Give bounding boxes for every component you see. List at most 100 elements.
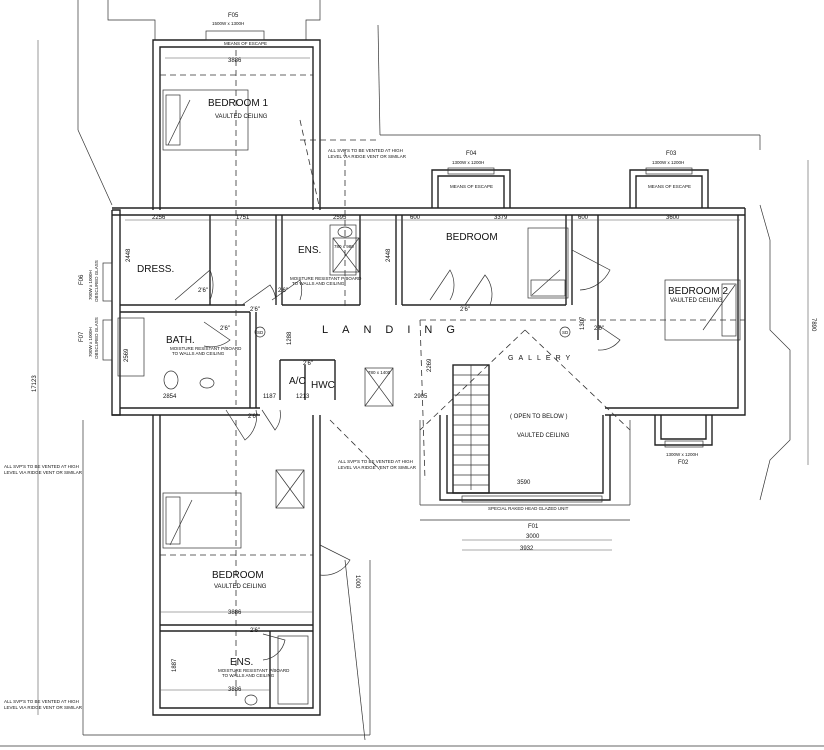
note-moisture-2b: TO WALLS AND CEILING [172, 351, 225, 356]
label-f03-size: 1300W x 1200H [652, 160, 684, 165]
label-open-below: ( OPEN TO BELOW ) [510, 414, 567, 420]
note-svp-4a: ALL SVP'S TO BE VENTED AT HIGH [4, 699, 79, 704]
furniture [117, 89, 741, 706]
label-f02: F02 [678, 460, 689, 466]
dim-2854: 2854 [163, 394, 177, 400]
label-ac: A/C [289, 376, 306, 387]
dim-2569: 2569 [124, 348, 130, 362]
note-svp-2b: LEVEL VIA RIDGE VENT OR SIMILAR [338, 465, 417, 470]
label-f05-size: 1500W x 1300H [212, 21, 244, 26]
dim-2269: 2269 [427, 358, 433, 372]
dim-26-4: 2'6" [220, 326, 230, 332]
dim-600a: 600 [410, 215, 421, 221]
label-f06: F06 [79, 274, 85, 285]
label-f05: F05 [228, 13, 239, 19]
note-moisture-1a: MOISTURE RESISTANT P/BOARD [290, 276, 362, 281]
label-special-unit: SPECIAL RAKED HEAD GLAZED UNIT [488, 506, 569, 511]
dim-2595: 2595 [333, 215, 347, 221]
dim-2448a: 2448 [126, 248, 132, 262]
label-bedroom-1: BEDROOM 1 [208, 98, 268, 109]
dim-26-7: 2'6" [594, 326, 604, 332]
label-bath: BATH. [166, 335, 195, 346]
door-swings [174, 249, 621, 661]
label-f07-size: 700W x 1000H [88, 327, 93, 357]
label-landing: LANDING [322, 324, 469, 336]
note-moisture-1b: TO WALLS AND CEILING [292, 281, 345, 286]
label-bedroom-bottom: BEDROOM [212, 570, 264, 581]
label-escape-3: MEANS OF ESCAPE [648, 184, 691, 189]
dim-1887: 1887 [172, 658, 178, 672]
label-hwc: HWC [311, 380, 335, 391]
dim-26-3: 2'6" [278, 288, 288, 294]
label-f07-glaze: OBSCURED GLASS [94, 317, 99, 359]
dim-3379: 3379 [494, 215, 508, 221]
dim-2256: 2256 [152, 215, 166, 221]
note-sd-1: SD [257, 330, 264, 335]
label-f01: F01 [528, 524, 539, 530]
label-ens-top: ENS. [298, 245, 321, 256]
staircase [452, 364, 490, 494]
note-svp-4b: LEVEL VIA RIDGE VENT OR SIMILAR [4, 705, 83, 710]
label-f04-size: 1300W x 1200H [452, 160, 484, 165]
label-f02-size: 1300W x 1200H [666, 452, 698, 457]
dim-1307: 1307 [580, 316, 586, 330]
note-skylight-landing: 780 x 1400 [368, 370, 391, 375]
dim-26-9: 2'6" [250, 628, 260, 634]
dim-1187: 1187 [263, 394, 277, 400]
dim-17123: 17123 [32, 375, 38, 392]
interior-walls [120, 215, 599, 708]
notes: ALL SVP'S TO BE VENTED AT HIGH LEVEL VIA… [4, 148, 569, 710]
dimension-lines [37, 40, 809, 715]
dim-26-6: 2'6" [460, 307, 470, 313]
dim-26-1: 2'6" [198, 288, 208, 294]
windows [102, 30, 704, 503]
dim-1288: 1288 [287, 331, 293, 345]
dim-1751: 1751 [236, 215, 250, 221]
label-bedroom-2: BEDROOM 2 [668, 286, 728, 297]
label-escape-1: MEANS OF ESCAPE [224, 41, 267, 46]
label-escape-2: MEANS OF ESCAPE [450, 184, 493, 189]
label-dress: DRESS. [137, 264, 174, 275]
dim-3000: 3000 [526, 534, 540, 540]
room-labels: BEDROOM 1 VAULTED CEILING DRESS. ENS. BE… [137, 98, 728, 668]
label-f07: F07 [79, 331, 85, 342]
ceiling-lines [160, 50, 745, 700]
label-f04: F04 [466, 151, 477, 157]
window-labels: F05 1500W x 1300H MEANS OF ESCAPE F04 13… [79, 13, 698, 530]
dimension-labels: 3886 2256 1751 2595 600 3379 600 3600 24… [32, 58, 816, 693]
note-moisture-3a: MOISTURE RESISTANT P/BOARD [218, 668, 290, 673]
label-vaulted-4: VAULTED CEILING [214, 584, 267, 590]
label-bedroom-mid: BEDROOM [446, 232, 498, 243]
note-moisture-3b: TO WALLS AND CEILING [222, 673, 275, 678]
exterior-walls [111, 39, 746, 716]
dim-1000: 1000 [354, 575, 360, 589]
dim-2905: 2905 [414, 394, 428, 400]
note-skylight-ens: 780 x 980 [334, 244, 354, 249]
dim-3886-bot: 3886 [228, 687, 242, 693]
note-svp-2a: ALL SVP'S TO BE VENTED AT HIGH [338, 459, 413, 464]
dim-3932: 3932 [520, 546, 534, 552]
label-ens-bottom: ENS. [230, 657, 253, 668]
dim-3600: 3600 [666, 215, 680, 221]
note-svp-3b: LEVEL VIA RIDGE VENT OR SIMILAR [4, 470, 83, 475]
note-svp-3a: ALL SVP'S TO BE VENTED AT HIGH [4, 464, 79, 469]
note-moisture-2a: MOISTURE RESISTANT P/BOARD [170, 346, 242, 351]
dim-1213: 1213 [296, 394, 310, 400]
dim-26-8: 2'6" [248, 414, 258, 420]
label-f06-size: 700W x 1000H [88, 270, 93, 300]
dim-600b: 600 [578, 215, 589, 221]
note-svp-1b: LEVEL VIA RIDGE VENT OR SIMILAR [328, 154, 407, 159]
label-vaulted-2: VAULTED CEILING [670, 298, 723, 304]
label-f03: F03 [666, 151, 677, 157]
label-f06-glaze: OBSCURED GLASS [94, 260, 99, 302]
dim-26-5: 2'6" [303, 361, 313, 367]
label-gallery: GALLERY [508, 355, 575, 362]
label-vaulted-3: VAULTED CEILING [517, 433, 570, 439]
dim-3886-top: 3886 [228, 58, 242, 64]
note-sd-2: SD [562, 330, 569, 335]
dim-26-2: 2'6" [250, 307, 260, 313]
note-svp-1a: ALL SVP'S TO BE VENTED AT HIGH [328, 148, 403, 153]
label-vaulted-1: VAULTED CEILING [215, 114, 268, 120]
